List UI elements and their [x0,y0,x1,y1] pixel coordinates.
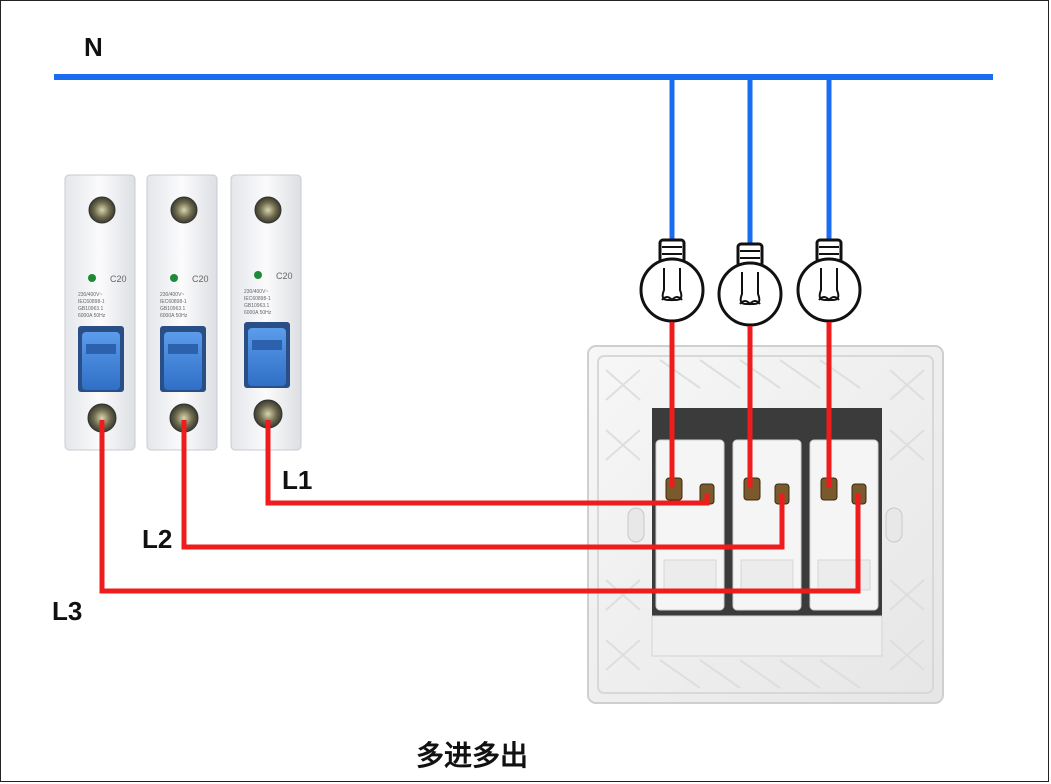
line-label-L2: L2 [142,524,172,554]
breaker-spec: IEC60898-1 [244,296,271,302]
bulb-icon-3 [796,238,862,323]
breaker-spec: GB10963.1 [160,306,186,312]
breaker-spec: GB10963.1 [78,306,104,312]
neutral-label: N [84,32,103,62]
breaker-spec: 6000A 50Hz [78,313,106,319]
breaker-spec: 230/400V~ [160,292,184,298]
switch-module-3 [809,439,879,611]
circuit-breaker-1: C20 230/400V~ IEC60898-1 GB10963.1 6000A… [64,174,136,451]
breaker-rating: C20 [276,271,293,281]
bulb-icon-1 [639,238,705,323]
switch-panel [587,345,944,704]
circuit-breaker-2: C20 230/400V~ IEC60898-1 GB10963.1 6000A… [146,174,218,451]
breaker-spec: 230/400V~ [78,292,102,298]
line-label-L3: L3 [52,596,82,626]
breaker-spec: 230/400V~ [244,289,268,295]
breaker-rating: C20 [110,274,127,284]
diagram-caption: 多进多出 [416,739,528,772]
live-wire-L1 [265,420,710,506]
breaker-spec: IEC60898-1 [160,299,187,305]
live-wire-L2 [181,420,785,550]
breaker-spec: GB10963.1 [244,303,270,309]
switch-module-1 [655,439,725,611]
breaker-spec: 6000A 50Hz [160,313,188,319]
breaker-rating: C20 [192,274,209,284]
breaker-spec: 6000A 50Hz [244,310,272,316]
breaker-spec: IEC60898-1 [78,299,105,305]
live-wire-L3 [99,420,861,594]
switch-module-2 [732,439,802,611]
circuit-breaker-3: C20 230/400V~ IEC60898-1 GB10963.1 6000A… [230,174,302,451]
bulb-icon-2 [717,242,783,327]
line-label-L1: L1 [282,465,312,495]
